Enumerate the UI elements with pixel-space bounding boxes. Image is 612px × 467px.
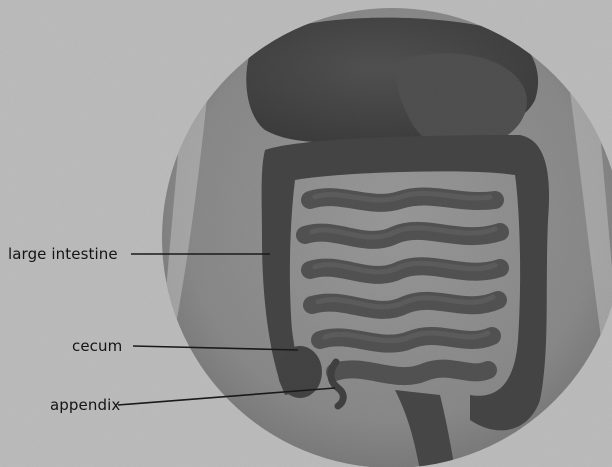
large-intestine-label: large intestine xyxy=(8,245,118,263)
cecum-label: cecum xyxy=(72,337,122,355)
appendix-label: appendix xyxy=(50,396,120,414)
